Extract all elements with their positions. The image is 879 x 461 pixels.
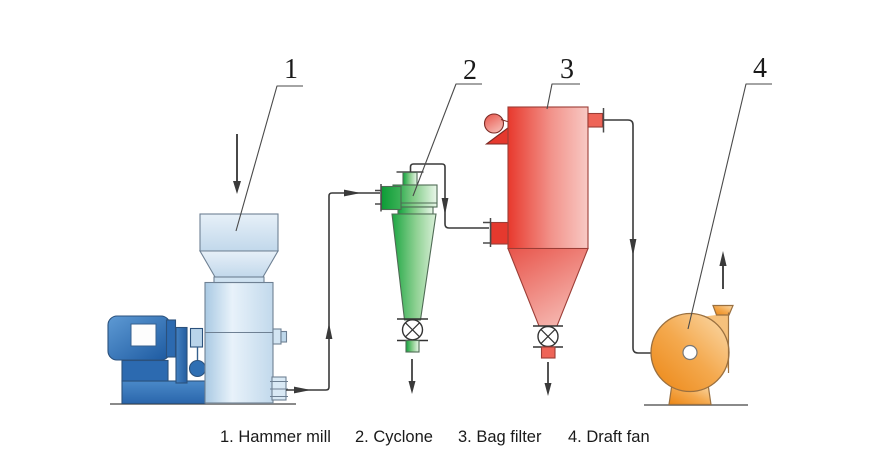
cyclone-inlet-box bbox=[380, 185, 402, 211]
shaker-motor bbox=[483, 113, 505, 134]
hopper-funnel bbox=[199, 250, 279, 278]
callout-number-4: 4 bbox=[753, 53, 767, 84]
hopper bbox=[199, 213, 279, 252]
flow-arrow-up-icon bbox=[325, 323, 333, 339]
pipe-cyclone-to-bagfilter bbox=[409, 163, 489, 229]
flow-arrow-down-icon bbox=[629, 239, 637, 256]
hammer-mill bbox=[107, 134, 296, 405]
motor-base bbox=[121, 359, 169, 382]
cyclone-discharge-arrow-icon bbox=[408, 359, 416, 394]
flow-arrow-down-icon bbox=[441, 198, 449, 215]
fan-outlet-flange bbox=[712, 304, 734, 316]
leader-line-4 bbox=[687, 83, 772, 330]
bag-filter-discharge-arrow-icon bbox=[544, 362, 552, 396]
mill-side-stub bbox=[272, 328, 282, 345]
bag-filter-rotary-valve bbox=[533, 325, 563, 359]
mill-base-platform bbox=[121, 380, 206, 405]
motor-end-cap bbox=[165, 319, 177, 358]
shaft-support bbox=[175, 326, 188, 384]
leader-line-2 bbox=[412, 83, 482, 197]
draft-fan bbox=[644, 251, 748, 406]
fan-hub bbox=[682, 344, 698, 361]
leader-line-3 bbox=[546, 83, 580, 110]
bag-filter-inlet-stub bbox=[490, 221, 509, 245]
bag-filter-cone bbox=[507, 247, 589, 327]
pipe-mill-to-cyclone bbox=[286, 189, 380, 394]
caption: 1. Hammer mill 2. Cyclone 3. Bag filter … bbox=[220, 428, 650, 446]
bearing bbox=[188, 359, 207, 378]
caption-cyclone: 2. Cyclone bbox=[355, 428, 433, 446]
callouts: 1 2 3 4 bbox=[235, 53, 772, 330]
cyclone-cone bbox=[391, 213, 437, 321]
caption-hammer-mill: 1. Hammer mill bbox=[220, 428, 331, 446]
mill-outlet bbox=[270, 376, 288, 401]
hopper-neck bbox=[213, 276, 265, 284]
cyclone-top-stub bbox=[402, 171, 418, 186]
caption-bag-filter: 3. Bag filter bbox=[458, 428, 542, 446]
cyclone-ring bbox=[397, 206, 434, 215]
flow-arrow-right-icon bbox=[344, 189, 361, 197]
bag-filter-outlet-stub bbox=[587, 112, 604, 128]
callout-number-2: 2 bbox=[463, 55, 477, 86]
flow-arrow-right-icon bbox=[294, 386, 311, 394]
feed-arrow-icon bbox=[233, 134, 241, 194]
bag-filter bbox=[483, 106, 605, 396]
mill-side-stub-cap bbox=[280, 330, 288, 343]
motor-window bbox=[130, 323, 157, 347]
leader-line-1 bbox=[235, 85, 303, 232]
cyclone-rotary-valve bbox=[397, 318, 428, 353]
fan-exhaust-arrow-icon bbox=[719, 251, 727, 289]
bag-filter-body bbox=[507, 106, 589, 250]
callout-number-1: 1 bbox=[284, 54, 298, 85]
cyclone bbox=[375, 171, 438, 394]
pipe-bagfilter-to-fan bbox=[604, 119, 682, 354]
callout-number-3: 3 bbox=[560, 54, 574, 85]
mill-body bbox=[204, 281, 274, 404]
shaft-coupling bbox=[189, 327, 204, 348]
caption-draft-fan: 4. Draft fan bbox=[568, 428, 650, 446]
